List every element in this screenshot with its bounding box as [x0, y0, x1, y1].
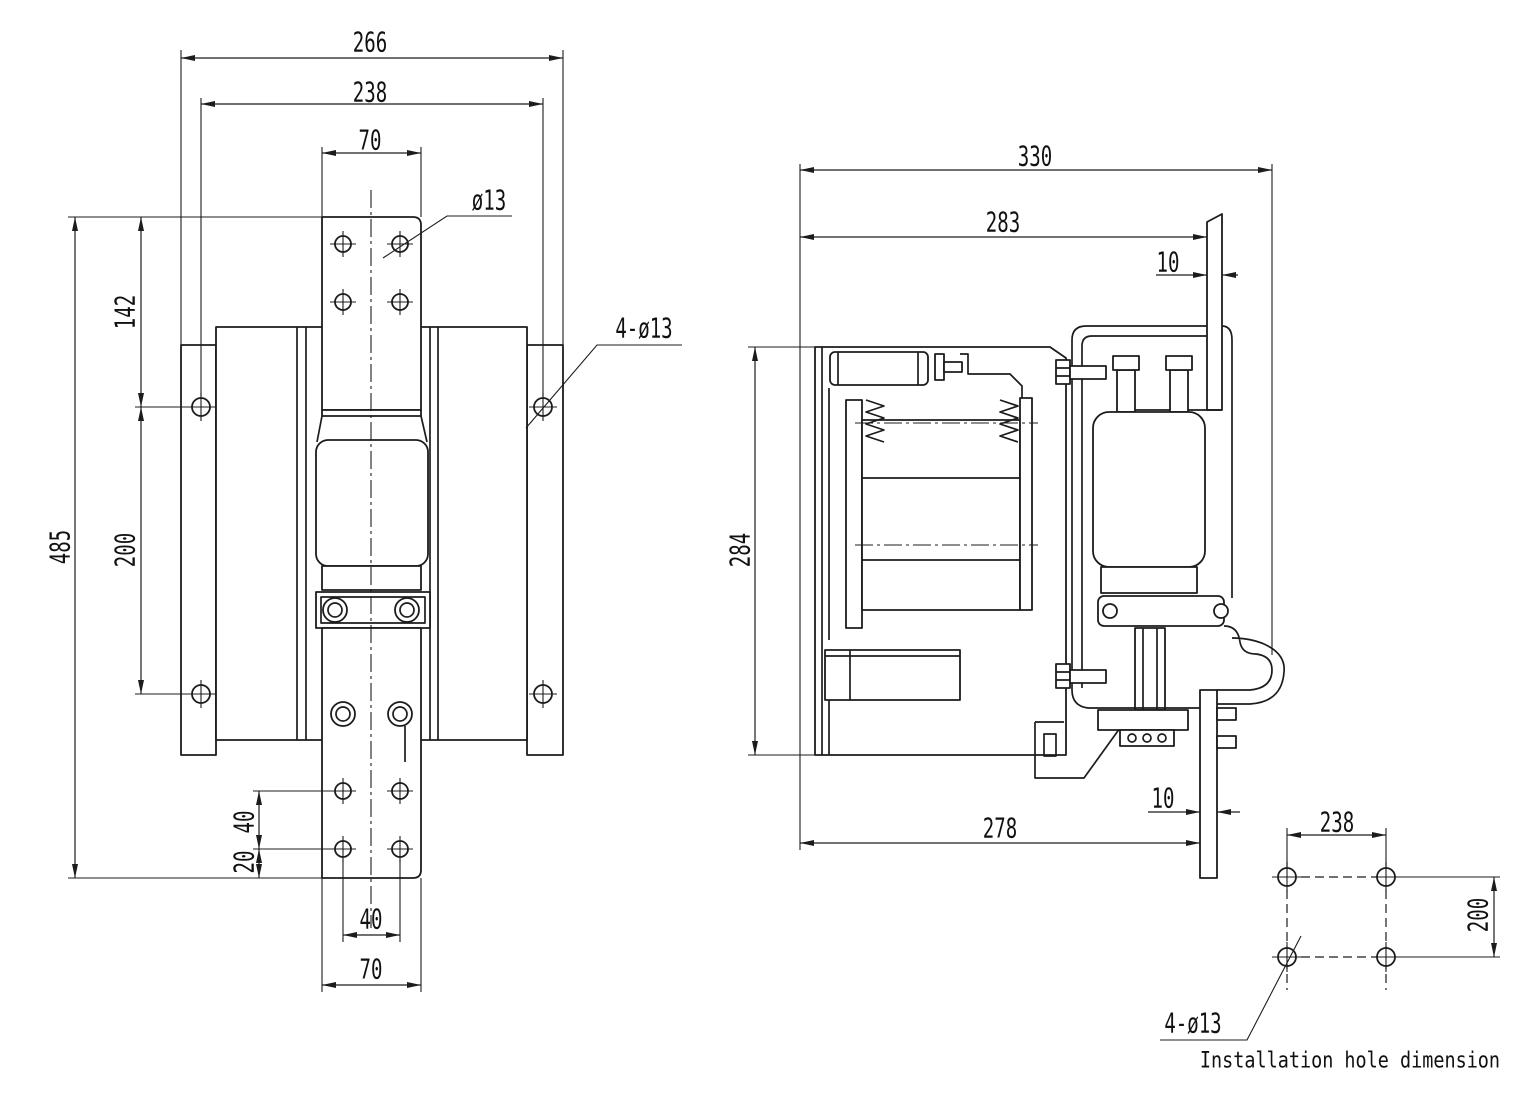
side-clamp — [1097, 595, 1229, 627]
mounting-holes — [187, 393, 557, 708]
terminal-holes — [330, 231, 413, 862]
dim-terminal-hole-pitch-v: 40 — [228, 811, 261, 834]
front-dimension-labels: 266 238 70 ø13 142 4-ø13 485 200 40 20 4… — [44, 26, 673, 986]
mounting-hole — [187, 680, 215, 708]
dim-install-holes: 4-ø13 — [1164, 1007, 1221, 1040]
terminal-hole — [387, 289, 413, 315]
side-view: 330 283 10 284 10 278 — [724, 140, 1285, 879]
support-bolt — [1055, 359, 1107, 385]
return-spring — [865, 399, 885, 443]
terminal-hole — [330, 778, 356, 804]
terminal-bolt — [330, 701, 356, 727]
dim-lower-plate-thickness: 10 — [1152, 782, 1175, 815]
front-view: 266 238 70 ø13 142 4-ø13 485 200 40 20 4… — [44, 26, 682, 992]
installation-hole-leader — [1160, 935, 1302, 1041]
clamp-bolt — [394, 597, 420, 623]
terminal-hole — [387, 836, 413, 862]
auxiliary-block — [824, 649, 961, 701]
drive-shaft — [1097, 627, 1189, 747]
terminal-hole — [387, 778, 413, 804]
dim-lower-terminal-width: 70 — [360, 953, 383, 986]
installation-hole — [1371, 942, 1401, 972]
terminal-hole-leader — [382, 215, 512, 259]
terminal-bolt — [387, 701, 413, 727]
dim-mounting-hole-spacing: 238 — [353, 76, 387, 109]
operating-mechanism — [814, 346, 1121, 779]
installation-hole — [1272, 942, 1302, 972]
installation-hole-pattern: 238 200 4-ø13 Installation hole dimensio… — [1160, 806, 1500, 1073]
mounting-hole-leader — [525, 344, 682, 429]
installation-hole — [1371, 862, 1401, 892]
terminal-hole — [330, 231, 356, 257]
dim-height: 284 — [724, 533, 757, 567]
side-extension-lines — [748, 164, 1273, 850]
dim-base-depth: 278 — [983, 812, 1017, 845]
dim-overall-width: 266 — [353, 26, 387, 59]
front-dimension-lines — [72, 55, 682, 988]
clamp-bolt — [322, 597, 348, 623]
dim-install-spacing-vertical: 200 — [1462, 898, 1495, 932]
return-spring — [999, 399, 1019, 443]
dim-overall-height: 485 — [44, 530, 77, 564]
lower-terminal-plate — [1199, 689, 1218, 879]
dim-terminal-hole: ø13 — [472, 184, 506, 217]
flexible-connector — [1217, 625, 1285, 705]
installation-caption: Installation hole dimension — [1200, 1047, 1500, 1073]
dim-overall-depth: 330 — [1018, 140, 1052, 173]
dim-upper-plate-thickness: 10 — [1157, 246, 1180, 279]
dim-mounting-hole-pitch: 200 — [109, 533, 142, 567]
dim-terminal-hole-edge: 20 — [228, 851, 261, 874]
dim-upper-offset: 142 — [109, 295, 142, 329]
terminal-hole — [330, 289, 356, 315]
closing-coil — [845, 397, 1038, 629]
dim-terminal-hole-pitch-h: 40 — [360, 903, 383, 936]
vacuum-interrupter-side — [1055, 213, 1285, 879]
terminal-hole — [330, 836, 356, 862]
mounting-hole — [529, 393, 557, 421]
mounting-hole — [187, 393, 215, 421]
terminal-clamp — [315, 591, 431, 629]
lower-bracket — [1034, 721, 1121, 779]
vacuum-interrupter-front — [315, 415, 429, 591]
front-extension-lines — [68, 50, 564, 992]
installation-hole — [1272, 862, 1302, 892]
spring-housing — [829, 351, 1023, 438]
dim-frame-depth: 283 — [986, 206, 1020, 239]
mounting-hole — [529, 680, 557, 708]
support-bolt — [1055, 663, 1107, 689]
side-dimension-labels: 330 283 10 284 10 278 — [724, 140, 1180, 845]
dim-mounting-holes: 4-ø13 — [615, 312, 672, 345]
upper-terminal-plate — [1206, 213, 1223, 411]
dim-upper-terminal-width: 70 — [359, 124, 382, 157]
terminal-hole — [387, 231, 413, 257]
side-dimension-lines — [752, 167, 1272, 846]
dim-install-spacing-horizontal: 238 — [1320, 806, 1354, 839]
